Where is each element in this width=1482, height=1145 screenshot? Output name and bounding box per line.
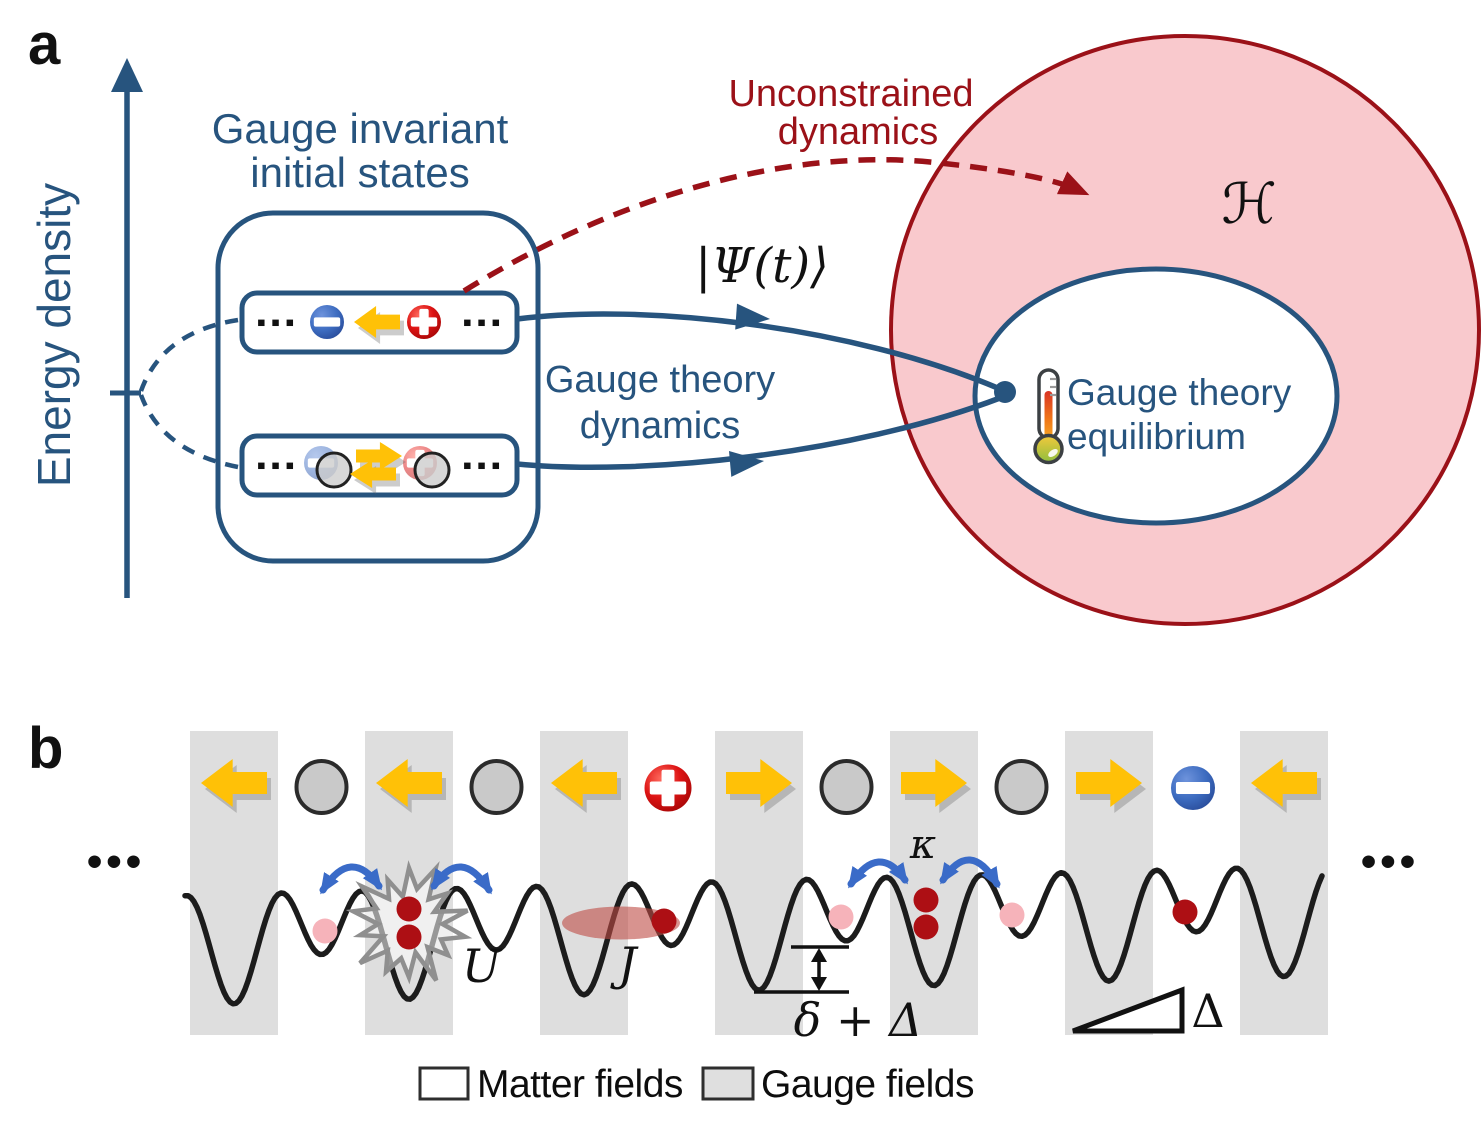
gray-site-circle-icon [413, 451, 451, 489]
electric-field-arrow-right-icon [726, 759, 792, 807]
state-charges [304, 305, 451, 489]
energy-axis-label: Energy density [28, 183, 80, 487]
energy-axis-arrowhead-icon [111, 58, 143, 92]
electric-field-arrow-left-icon [201, 759, 267, 807]
positive-charge-icon [407, 305, 441, 339]
atom-dot-faint [828, 904, 854, 930]
state1-dots-right: ▪▪▪ [463, 307, 506, 337]
onsite-interaction-label: U [462, 939, 503, 993]
panel-a: a Energy density Gauge invariant initial… [28, 12, 1481, 626]
gauge-dynamics-label-line1: Gauge theory [545, 359, 775, 401]
panel-b: b ••• ••• U J κ δ + Δ Δ Matter fields G [28, 716, 1419, 1106]
legend-matter-label: Matter fields [477, 1063, 683, 1106]
electric-field-arrow-left-icon [376, 759, 442, 807]
interaction-starburst-icon [345, 860, 473, 985]
atom-dot [1172, 899, 1198, 925]
initial-states-title-line2: initial states [250, 149, 469, 196]
negative-charge-icon [310, 305, 344, 339]
unconstrained-dynamics-arrow [462, 157, 1090, 294]
panel-a-label: a [28, 12, 61, 77]
brace-dashed-lower [138, 394, 239, 470]
electric-field-arrow-left-icon [350, 460, 396, 488]
energy-offset-diagram [754, 945, 849, 994]
gauge-matter-row [201, 759, 1321, 815]
electric-field-arrow-left-icon [551, 759, 617, 807]
atom-dot [651, 908, 677, 934]
equilibrium-label-line1: Gauge theory [1067, 372, 1292, 413]
hopping-arrow-icon [939, 856, 1001, 889]
hopping-arrow-icon [847, 858, 909, 889]
lattice-details [312, 856, 1198, 985]
panel-b-label: b [28, 716, 63, 781]
offset-arrowhead-down-icon [811, 977, 827, 991]
legend-gauge-swatch [701, 1066, 755, 1101]
ellipsis-left: ••• [87, 837, 145, 886]
initial-states-title-line1: Gauge invariant [212, 105, 509, 152]
legend-gauge-label: Gauge fields [761, 1063, 974, 1106]
gauge-site-circle-icon [994, 759, 1049, 815]
initial-states-box [215, 210, 541, 564]
equilibrium-ellipse [972, 266, 1340, 526]
equilibrium-point [994, 381, 1016, 403]
gradient-label: Δ [1191, 984, 1224, 1038]
energy-axis: Energy density [28, 58, 143, 598]
gauge-site-circle-icon [819, 759, 874, 815]
positive-charge-icon [644, 764, 692, 812]
delta-offset-label: δ + Δ [794, 993, 923, 1047]
gauge-dynamics-arrowhead-2-icon [729, 451, 764, 477]
gauge-site-circle-icon [294, 759, 349, 815]
atom-dot-faint [999, 902, 1025, 928]
atom-dot-faint [312, 918, 338, 944]
electric-field-arrow-left-icon [1251, 759, 1317, 807]
legend-matter-swatch [418, 1066, 470, 1101]
legend: Matter fields Gauge fields [418, 1063, 974, 1106]
unconstrained-label-line2: dynamics [778, 111, 939, 153]
hopping-arrow-icon [319, 863, 383, 895]
atom-dot [396, 924, 422, 950]
offset-arrowhead-up-icon [811, 948, 827, 962]
brace-dashed-upper [138, 317, 239, 392]
atom-dot [913, 914, 939, 940]
equilibrium-label-line2: equilibrium [1067, 416, 1246, 457]
state-field-arrows [350, 306, 406, 494]
electric-field-arrow-left-icon [354, 306, 400, 338]
gradient-ramp-icon [1072, 986, 1185, 1034]
gauge-dynamics-arrowhead-1-icon [735, 303, 770, 330]
electric-field-arrow-right-icon [356, 442, 402, 470]
kappa-label: κ [909, 822, 936, 868]
state1-dots-left: ▪▪▪ [257, 307, 300, 337]
state2-dots-left: ▪▪▪ [257, 450, 300, 480]
negative-charge-icon [304, 446, 353, 489]
psi-state-label: |Ψ(t)⟩ [695, 238, 829, 294]
state2-dots-right: ▪▪▪ [463, 450, 506, 480]
unconstrained-label-line1: Unconstrained [728, 73, 973, 115]
gauge-dynamics-label-line2: dynamics [580, 405, 741, 447]
electric-field-arrow-right-icon [1076, 759, 1142, 807]
atom-dot [913, 887, 939, 913]
tunneling-ellipse [562, 906, 680, 940]
ellipsis-right: ••• [1361, 837, 1419, 886]
atom-dot [396, 896, 422, 922]
negative-charge-icon [1171, 766, 1215, 810]
thermometer-icon [1033, 368, 1064, 465]
hilbert-space-label: ℋ [1221, 172, 1276, 237]
hopping-arrow-icon [430, 863, 493, 895]
positive-charge-icon [403, 446, 451, 489]
gray-site-circle-icon [315, 451, 353, 489]
gauge-site-circle-icon [469, 759, 524, 815]
electric-field-arrow-right-icon [901, 759, 967, 807]
